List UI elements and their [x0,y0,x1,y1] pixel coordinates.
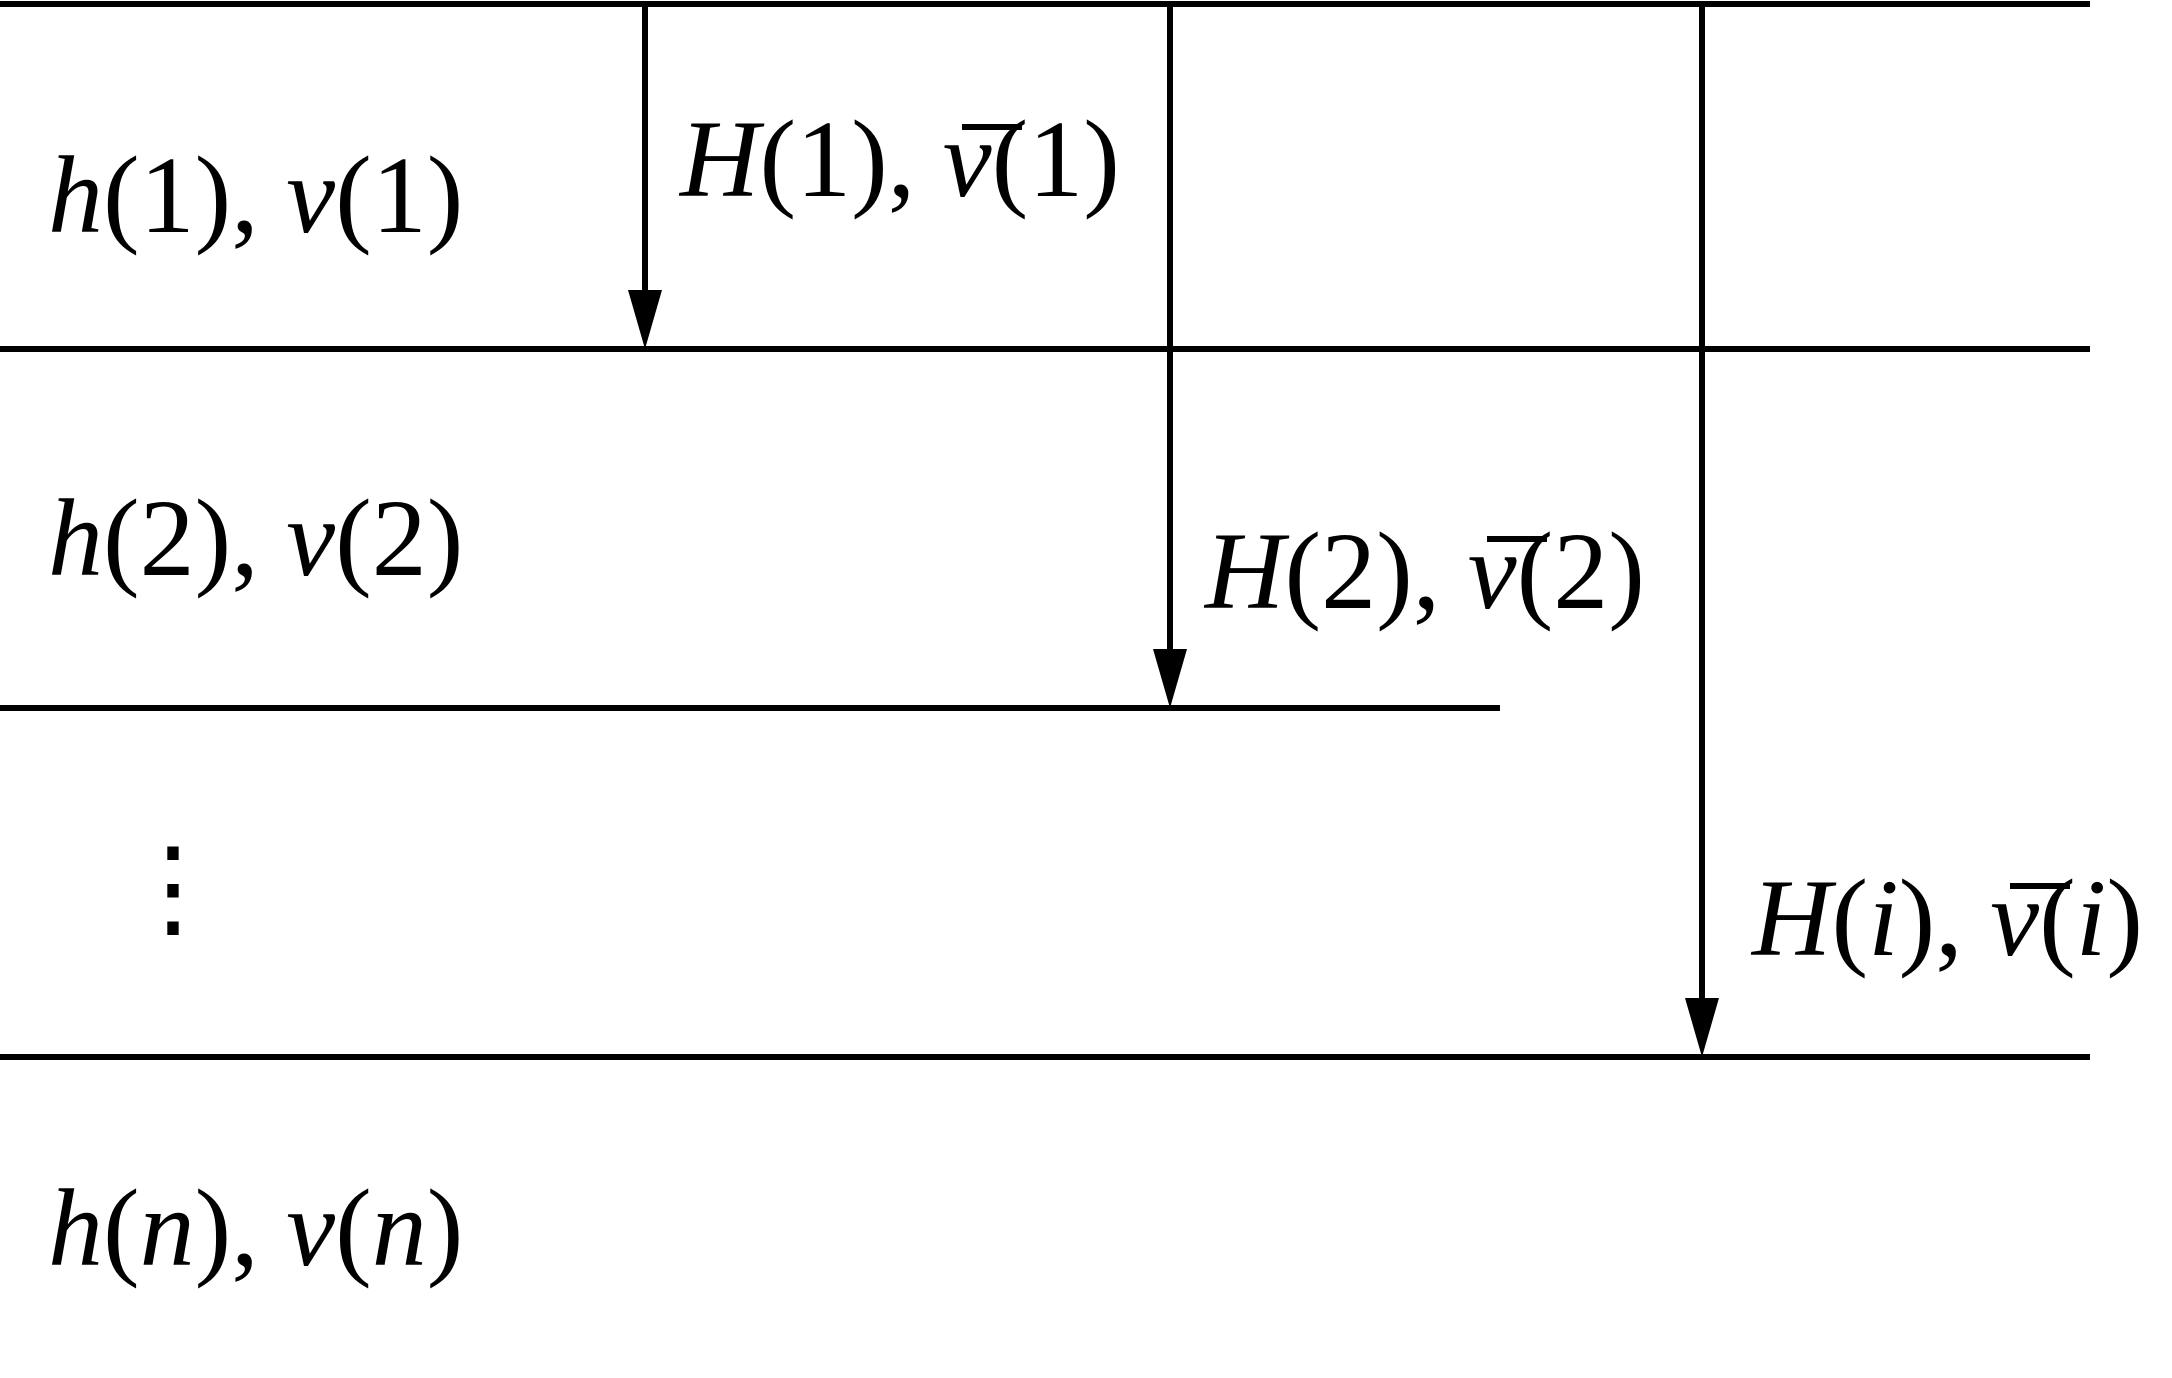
layer-ellipsis: ⋮ [118,827,228,949]
cumulative-label-2: H(2), v(2) [1203,510,1645,632]
arrow-2-head [1153,649,1187,708]
arrow-1-head [628,290,662,349]
layer-label-1: h(1), v(1) [48,134,463,256]
layer-label-2: h(2), v(2) [48,477,463,599]
layer-label-n: h(n), v(n) [48,1167,463,1289]
cumulative-label-i: H(i), v(i) [1750,857,2143,979]
arrow-i-head [1685,998,1719,1057]
cumulative-label-1: H(1), v(1) [678,98,1120,220]
